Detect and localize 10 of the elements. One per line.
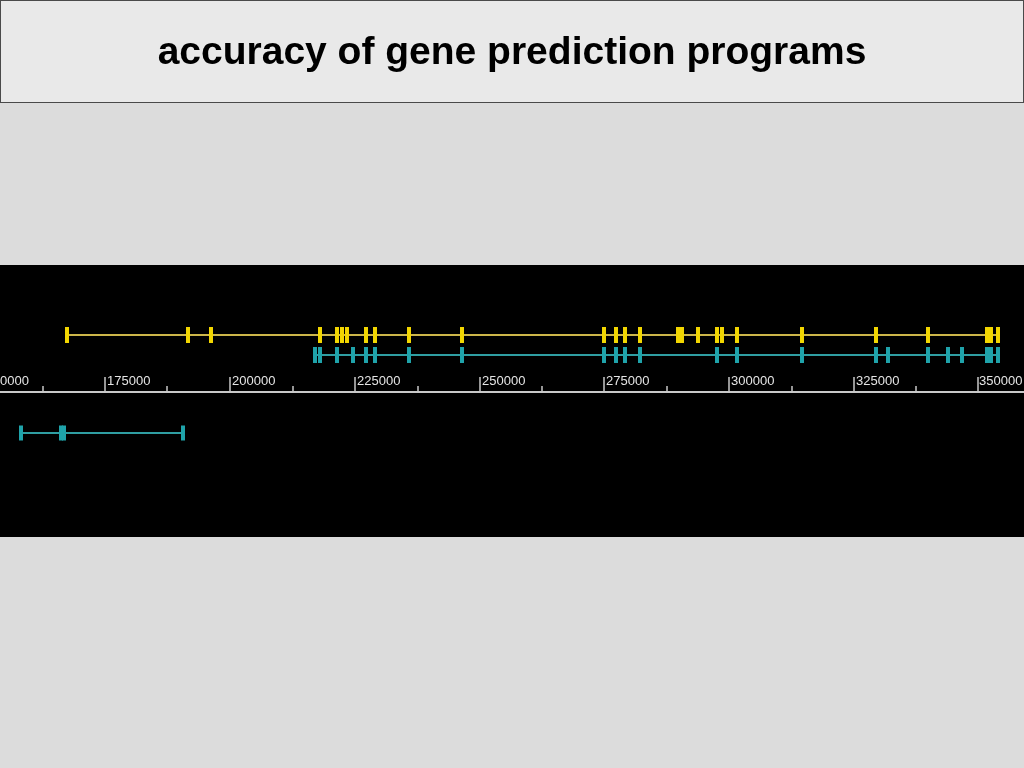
axis-tick-label: 350000 bbox=[979, 373, 1023, 388]
axis-tick-label: 200000 bbox=[232, 373, 276, 388]
title: accuracy of gene prediction programs bbox=[157, 30, 867, 73]
axis-tick-label: 325000 bbox=[856, 373, 900, 388]
axis-tick-label: 225000 bbox=[357, 373, 401, 388]
axis-tick-label: 175000 bbox=[107, 373, 151, 388]
axis-tick-label: 275000 bbox=[606, 373, 650, 388]
axis-tick-label: 250000 bbox=[482, 373, 526, 388]
axis-tick-label: 0000 bbox=[0, 373, 29, 388]
axis-tick-label: 300000 bbox=[731, 373, 775, 388]
